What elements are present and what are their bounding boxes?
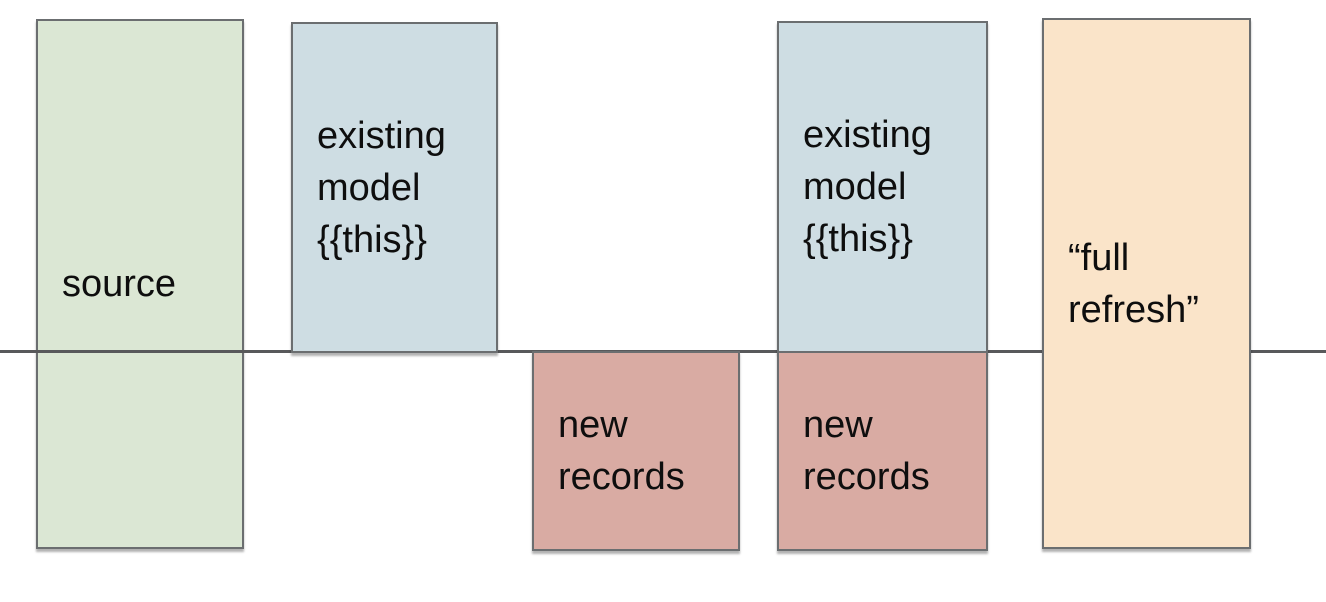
new-records-box-2-label: new records [803, 404, 930, 498]
existing-model-box-1-label: existing model {{this}} [317, 114, 446, 261]
full-refresh-box: “full refresh” [1042, 18, 1251, 549]
existing-model-box-1: existing model {{this}} [291, 22, 498, 353]
source-box: source [36, 19, 244, 549]
source-box-label: source [62, 263, 177, 305]
new-records-box-1: new records [532, 351, 740, 551]
new-records-box-1-label: new records [558, 404, 685, 498]
existing-model-box-2-label: existing model {{this}} [803, 114, 932, 260]
new-records-box-2: new records [777, 351, 988, 551]
existing-model-box-2: existing model {{this}} [777, 21, 988, 353]
full-refresh-box-label: “full refresh” [1068, 236, 1199, 331]
